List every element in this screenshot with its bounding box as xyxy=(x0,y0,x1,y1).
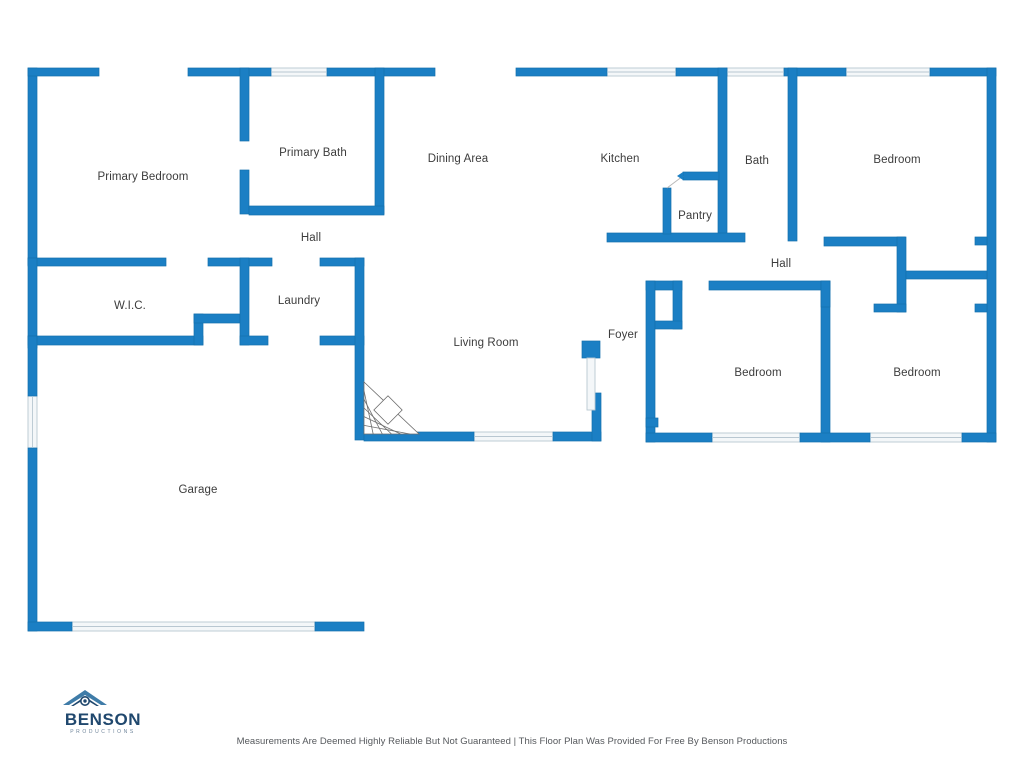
w-pbath-right xyxy=(374,67,385,215)
openings-layer xyxy=(240,68,901,397)
w-closet-right-upper xyxy=(905,270,988,280)
opening-hall-wic xyxy=(240,214,243,258)
w-bed-bottom-l xyxy=(645,432,713,443)
w-pantry-left xyxy=(662,187,672,235)
w-pbath-left-lower xyxy=(239,169,250,215)
w-garage-left xyxy=(27,335,38,397)
opening-dining-kitchen xyxy=(435,68,516,76)
door-entry xyxy=(581,340,601,411)
w-laundry-bottom-l xyxy=(239,335,269,346)
w-kitchen-bottom xyxy=(606,232,746,243)
opening-foyer-entry xyxy=(592,358,601,393)
w-pantry-door-jamb xyxy=(682,171,720,181)
w-garage-left-lower xyxy=(27,447,38,632)
w-bedctr-closet-b xyxy=(654,320,683,330)
room-label-foyer: Foyer xyxy=(608,329,638,341)
room-label-hall-east: Hall xyxy=(770,258,792,270)
room-label-wic: W.I.C. xyxy=(114,300,146,312)
w-ext-top-bath-r xyxy=(783,67,847,77)
room-label-hall-west: Hall xyxy=(300,232,322,244)
benson-productions-logo: BENSON PRODUCTIONS xyxy=(38,688,168,740)
w-foyer-left xyxy=(591,392,602,442)
opening-primary-bedroom-hall xyxy=(240,141,243,170)
w-bed-bottom-m xyxy=(799,432,871,443)
w-laundry-right xyxy=(354,257,365,441)
w-kitchen-right xyxy=(717,67,728,242)
room-label-living-room: Living Room xyxy=(453,337,519,349)
garage-steps xyxy=(363,381,421,435)
win-living-bottom xyxy=(473,431,554,442)
w-bedctr-left-stub xyxy=(645,417,659,428)
logo-tagline: PRODUCTIONS xyxy=(70,729,136,735)
walls-layer xyxy=(27,67,997,632)
door-entry-threshold xyxy=(586,357,596,411)
w-ext-right xyxy=(986,67,997,443)
w-bedctr-right-stub xyxy=(820,280,831,308)
w-bed-bottom-r xyxy=(961,432,997,443)
w-bedse-right-stub xyxy=(974,236,988,246)
win-garage-door xyxy=(71,621,316,632)
house-roof-icon xyxy=(63,690,107,706)
win-bedse-bottom xyxy=(869,432,963,443)
w-ext-top-pbed xyxy=(27,67,100,77)
opening-laundry-right xyxy=(268,336,320,340)
w-bedse-right-stub2 xyxy=(974,303,988,313)
win-garage-left xyxy=(27,395,38,449)
w-bedctr-top-r xyxy=(708,280,831,291)
w-living-bottom-l xyxy=(363,431,475,442)
w-ext-top-kitchen xyxy=(515,67,608,77)
w-wic-bottom xyxy=(27,335,204,346)
room-label-bedroom-ne: Bedroom xyxy=(873,154,921,166)
garage-steps-tread-5 xyxy=(363,424,410,435)
door-pantry-swing-head xyxy=(677,172,683,180)
win-kitchen-top xyxy=(606,67,677,77)
doors-layer xyxy=(581,172,684,411)
w-laundry-left xyxy=(239,257,250,346)
w-wic-left xyxy=(27,257,38,349)
room-label-dining-area: Dining Area xyxy=(427,153,489,165)
door-pantry xyxy=(666,172,684,189)
win-bedctr-bottom xyxy=(711,432,801,443)
room-label-primary-bath: Primary Bath xyxy=(279,147,347,159)
w-garage-bottom-l xyxy=(27,621,73,632)
w-bedne-bottom xyxy=(823,236,906,247)
room-label-bedroom-center: Bedroom xyxy=(734,367,782,379)
disclaimer-text: Measurements Are Deemed Highly Reliable … xyxy=(236,736,788,747)
win-bath-top xyxy=(726,67,785,77)
w-ext-left-top xyxy=(27,67,38,266)
door-entry-leaf xyxy=(581,340,601,359)
stairs-layer xyxy=(363,381,421,435)
w-pbed-bottom xyxy=(27,257,167,267)
room-label-kitchen: Kitchen xyxy=(600,153,640,165)
w-closet-divider xyxy=(896,236,907,313)
room-label-laundry: Laundry xyxy=(277,295,321,307)
w-ext-top-bed-ne xyxy=(929,67,997,77)
win-primary-bath-top xyxy=(270,67,328,77)
logo-wordmark: BENSON xyxy=(64,710,142,729)
room-label-pantry: Pantry xyxy=(678,210,712,222)
win-bedne-top xyxy=(845,67,931,77)
w-garage-bottom-r xyxy=(314,621,365,632)
w-pbath-left-upper xyxy=(239,67,250,142)
room-label-bath: Bath xyxy=(744,155,770,167)
w-closet-bottom xyxy=(873,303,907,313)
room-label-primary-bedroom: Primary Bedroom xyxy=(97,171,189,183)
room-label-bedroom-se: Bedroom xyxy=(893,367,941,379)
room-label-garage: Garage xyxy=(178,484,218,496)
w-pbath-bottom xyxy=(248,205,385,216)
w-wic-step-top xyxy=(193,313,241,324)
opening-foyer-living xyxy=(601,393,646,397)
w-ext-top-pbath-l xyxy=(187,67,272,77)
garage-steps-landing xyxy=(373,395,403,425)
w-bath-right xyxy=(787,67,798,242)
